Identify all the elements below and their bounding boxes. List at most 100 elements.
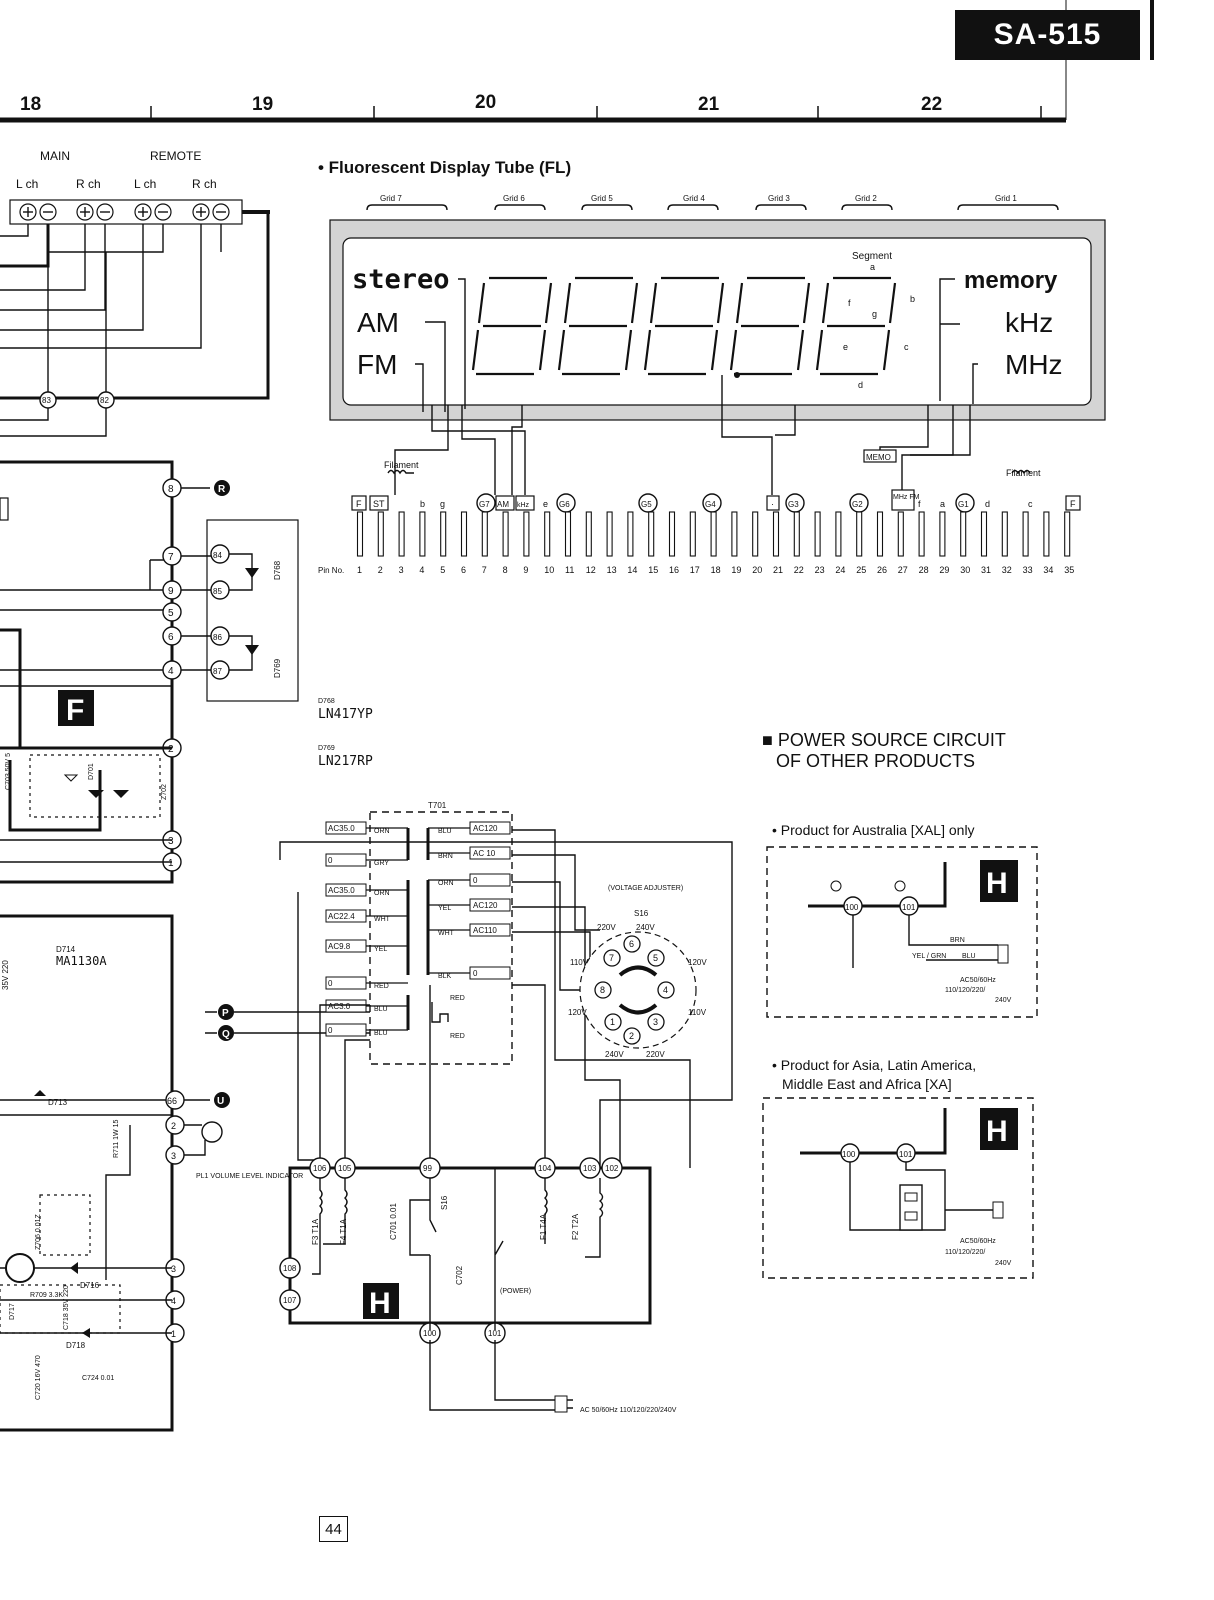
speaker-terminals: MAIN REMOTE L ch R ch L ch R ch [9,149,270,225]
c724-label: C724 0.01 [82,1375,114,1382]
ruler-label: 18 [20,94,41,115]
switch-s16: S16 [440,1195,449,1210]
connector-1b: 1 [171,1329,176,1339]
connector-84: 84 [213,551,222,560]
selector-position: 3 [653,1017,658,1027]
tap-wire: BRN [438,853,453,860]
pin-lead [1022,511,1029,557]
tap-wire: YEL [374,946,387,953]
r709-label: R709 3.3K [30,1292,63,1299]
pin-lead [710,511,717,557]
pin-lead [627,511,634,557]
pin-number: 26 [877,565,887,575]
fuse-f4: F4 T1A [339,1218,348,1245]
pin-lead [377,511,384,557]
grid-label: Grid 5 [591,194,613,203]
ruler-label: 21 [698,94,720,115]
connector-83: 83 [42,396,51,405]
main-label: MAIN [40,149,70,163]
xa-node: 100 [842,1150,856,1159]
tap-voltage: AC 10 [473,849,496,858]
pin-number: 27 [898,565,908,575]
filament-label: Filament [1006,468,1041,478]
selector-voltage: 240V [605,1050,624,1059]
pin-number: 10 [544,565,554,575]
tap-wire: YEL [438,905,451,912]
xal-rating: AC50/60Hz [960,977,996,984]
pin-lead [544,511,551,557]
selector-position: 2 [629,1031,634,1041]
selector-voltage: 110V [570,958,589,967]
power-supply-board: D714 MA1130A 35V 220 D713 66 2 3 3 4 1 U… [0,914,303,1432]
pin-tag: a [940,499,945,509]
ruler-label: 19 [252,94,273,115]
pin-number: 12 [586,565,596,575]
h-board-node [601,1157,623,1179]
tap-wire: BLU [374,1030,388,1037]
terminal-u: U [217,1096,224,1107]
d701-label: D701 [88,763,95,780]
selector-position: 4 [663,985,668,995]
pin-number: 1 [357,565,362,575]
pin-lead [731,511,738,557]
tap-wire: RED [374,983,389,990]
pin-lead [419,511,426,557]
pin-lead [918,511,925,557]
tap-voltage: AC110 [473,926,497,935]
pin-number: 31 [981,565,991,575]
xal-wire: YEL / GRN [912,953,946,960]
red-lead-label: RED [450,995,465,1002]
d768-label: D768 [273,560,282,580]
tap-wire: ORN [438,880,454,887]
power-switch: (POWER) [500,1288,531,1295]
fuse-f2: F2 T2A [571,1213,580,1240]
xal-node: 100 [845,903,859,912]
selector-name: S16 [634,909,649,918]
selector-contact [657,981,675,999]
h-board-node [579,1157,601,1179]
d714-part: MA1130A [56,954,107,968]
tap-wire: GRY [374,860,389,867]
c705-label: 35V 220 [1,960,10,990]
pin-number: 14 [627,565,637,575]
tap-voltage: AC22.4 [328,912,355,921]
selector-position: 7 [609,953,614,963]
d713-label: D713 [48,1098,68,1107]
pin-number: 19 [731,565,741,575]
pin-number: 17 [690,565,700,575]
selector-voltage: 120V [688,958,707,967]
h-board-node-label: 105 [338,1164,352,1173]
tap-wire: BLK [438,973,452,980]
connector-7: 7 [168,552,174,563]
pin-lead [689,511,696,557]
d717-label: D717 [9,1303,16,1320]
segment-letter: e [843,342,848,352]
d769-label: D769 [273,658,282,678]
xal-title: • Product for Australia [XAL] only [772,822,975,838]
grid-labels: Grid 7 Grid 6 Grid 5 Grid 4 Grid 3 Grid … [380,194,1017,203]
h-board-node-label: 102 [605,1164,619,1173]
selector-position: 8 [600,985,605,995]
selector-voltage: 220V [646,1050,665,1059]
segment-caption: Segment [852,251,892,262]
d769-caption: D769 [318,745,335,752]
selector-voltage: 240V [636,923,655,932]
h-board-node-label: 99 [423,1164,432,1173]
column-ruler: 18 19 20 21 22 [0,0,1154,123]
xal-block-label: H [986,867,1008,900]
pin-number: 2 [378,565,383,575]
transformer-name: T701 [428,801,447,810]
xal-wire: BLU [962,953,976,960]
pl1-label: PL1 VOLUME LEVEL INDICATOR [196,1173,303,1180]
pin-lead [1064,511,1071,557]
pin-number: 11 [565,565,574,575]
lch-label: L ch [134,177,156,191]
pin-lead [1001,511,1008,557]
pin-tag: f [918,499,921,509]
grid-label: Grid 4 [683,194,705,203]
indicator-memory: memory [964,267,1058,294]
pin-tag: c [1028,499,1033,509]
pin-lead [835,511,842,557]
